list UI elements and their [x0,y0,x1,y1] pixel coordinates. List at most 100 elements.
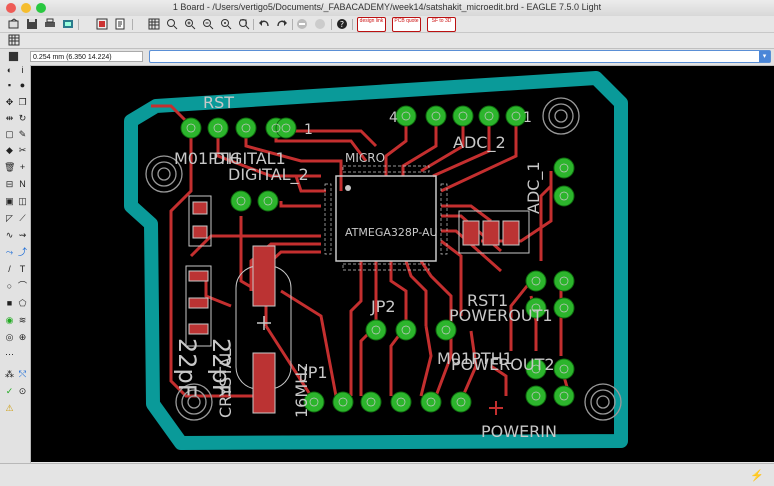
split-icon[interactable]: ⟋ [19,213,26,223]
left-toolbar: ◐ i ▪ ● ✥ ❐ ⇹ ↻ ▢ ✎ ◆ ✂ 🗑 + ⊟ N ▣ ◫ ◸ ⟋ … [0,65,31,463]
polygon-icon[interactable]: ⬠ [18,298,27,308]
label-digital1: DIGITAL1 [213,149,286,168]
grid-icon[interactable] [148,18,160,30]
label-pin4: 4 [389,110,398,126]
board-schematic-switch-icon[interactable] [96,18,108,30]
label-pin1-a: 1 [304,122,313,138]
dimension-icon[interactable]: ⁂ [5,369,14,379]
pad-drills [186,111,569,407]
layer-settings-icon[interactable] [8,51,19,62]
name-icon[interactable]: N [19,179,26,189]
drc-icon[interactable]: ✓ [5,386,14,396]
miter-icon[interactable]: ◸ [6,213,13,223]
text-icon[interactable]: T [19,264,26,274]
cam-processor-icon[interactable] [62,18,74,30]
parameter-bar: 0.254 mm (6.350 14.224) ▾ [0,49,774,66]
lock-icon[interactable]: ⊟ [5,179,14,189]
warning-icon[interactable]: ⚠ [5,403,14,413]
lightning-icon: ⚡ [750,470,764,482]
pads [180,105,575,413]
minimize-icon[interactable] [21,3,31,13]
redraw-icon[interactable] [220,18,232,30]
label-micro: MICRO [345,151,385,165]
label-adc1: ADC_1 [524,161,544,214]
ratsnest-icon[interactable]: ⋯ [5,349,14,359]
window-title: 1 Board - /Users/vertigo5/Documents/_FAB… [172,2,602,12]
sf-to-3d-button[interactable]: SF to 3D [427,17,456,32]
label-pin1-b: 1 [523,110,532,126]
label-crystal: CRYSTAL [216,348,235,418]
signal-icon[interactable]: ≋ [18,315,27,325]
group-icon[interactable]: ▢ [5,129,14,139]
label-powerout2: POWEROUT2 [451,355,555,374]
show-icon[interactable]: i [21,65,24,75]
stop-icon[interactable] [296,18,308,30]
grid-settings-icon[interactable] [8,34,20,46]
hole-icon[interactable]: ◎ [5,332,14,342]
ripup-icon[interactable]: ⤳ [5,247,14,257]
close-icon[interactable] [6,3,16,13]
circle-icon[interactable]: ○ [6,281,13,291]
board-canvas[interactable]: RST M01PTH DIGITAL1 DIGITAL_2 MICRO ATME… [31,66,774,462]
label-digital2: DIGITAL_2 [228,165,309,185]
redo-icon[interactable] [276,18,288,30]
zoom-select-icon[interactable] [238,18,250,30]
open-icon[interactable] [8,18,20,30]
attribute-icon[interactable]: ⊕ [18,332,27,342]
rect-icon[interactable]: ■ [6,298,13,308]
zoom-icon[interactable] [36,3,46,13]
rotate-icon[interactable]: ↻ [18,113,27,123]
go-icon[interactable] [314,18,326,30]
main-toolbar: ? design link PCB quote SF to 3D [0,16,774,33]
command-line-input[interactable]: ▾ [149,50,771,63]
board-outline [124,71,628,450]
status-bar: ⚡ [0,463,774,486]
route-icon[interactable]: ⇝ [18,230,27,240]
undo-icon[interactable] [258,18,270,30]
label-cap2: 22pF [207,338,235,398]
label-m01pth1: M01PTH1 [437,349,513,368]
save-icon[interactable] [26,18,38,30]
move-icon[interactable]: ✥ [5,97,14,107]
help-icon[interactable]: ? [336,18,348,30]
cut-icon[interactable]: ✂ [18,145,27,155]
label-rst1: RST1 [467,291,508,310]
label-atmega: ATMEGA328P-AU [345,226,438,239]
print-icon[interactable] [44,18,56,30]
smash-icon[interactable]: ◫ [18,196,27,206]
delete-icon[interactable]: 🗑 [4,162,16,172]
info-icon[interactable]: ◐ [6,65,13,75]
zoom-fit-icon[interactable] [166,18,178,30]
window-controls [6,3,46,13]
design-link-button[interactable]: design link [357,17,386,32]
optimize-icon[interactable]: ∿ [5,230,14,240]
meander-icon[interactable]: ⤲ [18,369,27,379]
label-powerout1: POWEROUT1 [449,306,553,325]
paste-icon[interactable]: ◆ [6,145,13,155]
secondary-toolbar [0,33,774,49]
arc-icon[interactable]: ⌒ [17,281,27,291]
via-icon[interactable]: ◉ [5,315,14,325]
mark-icon[interactable]: ● [19,80,26,90]
mcu-chip [324,165,448,271]
display-icon[interactable]: ▪ [7,80,12,90]
value-icon[interactable]: ▣ [5,196,14,206]
autoroute-icon[interactable]: ⤴ [17,247,27,257]
errors-icon[interactable]: ⊙ [18,386,27,396]
label-mhz: 16MHz [292,363,311,418]
mirror-icon[interactable]: ⇹ [5,113,14,123]
wire-icon[interactable]: / [8,264,11,274]
ulp-icon[interactable] [114,18,126,30]
copy-icon[interactable]: ❐ [18,97,27,107]
label-jp1: JP1 [302,363,328,382]
zoom-out-icon[interactable] [202,18,214,30]
coordinate-display: 0.254 mm (6.350 14.224) [30,51,143,62]
add-icon[interactable]: + [19,162,26,172]
chevron-down-icon[interactable]: ▾ [759,51,770,62]
label-rst: RST [203,93,234,112]
label-powerin: POWERIN [481,422,557,441]
smd-parts [185,195,530,414]
pcb-quote-button[interactable]: PCB quote [392,17,421,32]
zoom-in-icon[interactable] [184,18,196,30]
change-icon[interactable]: ✎ [18,129,27,139]
